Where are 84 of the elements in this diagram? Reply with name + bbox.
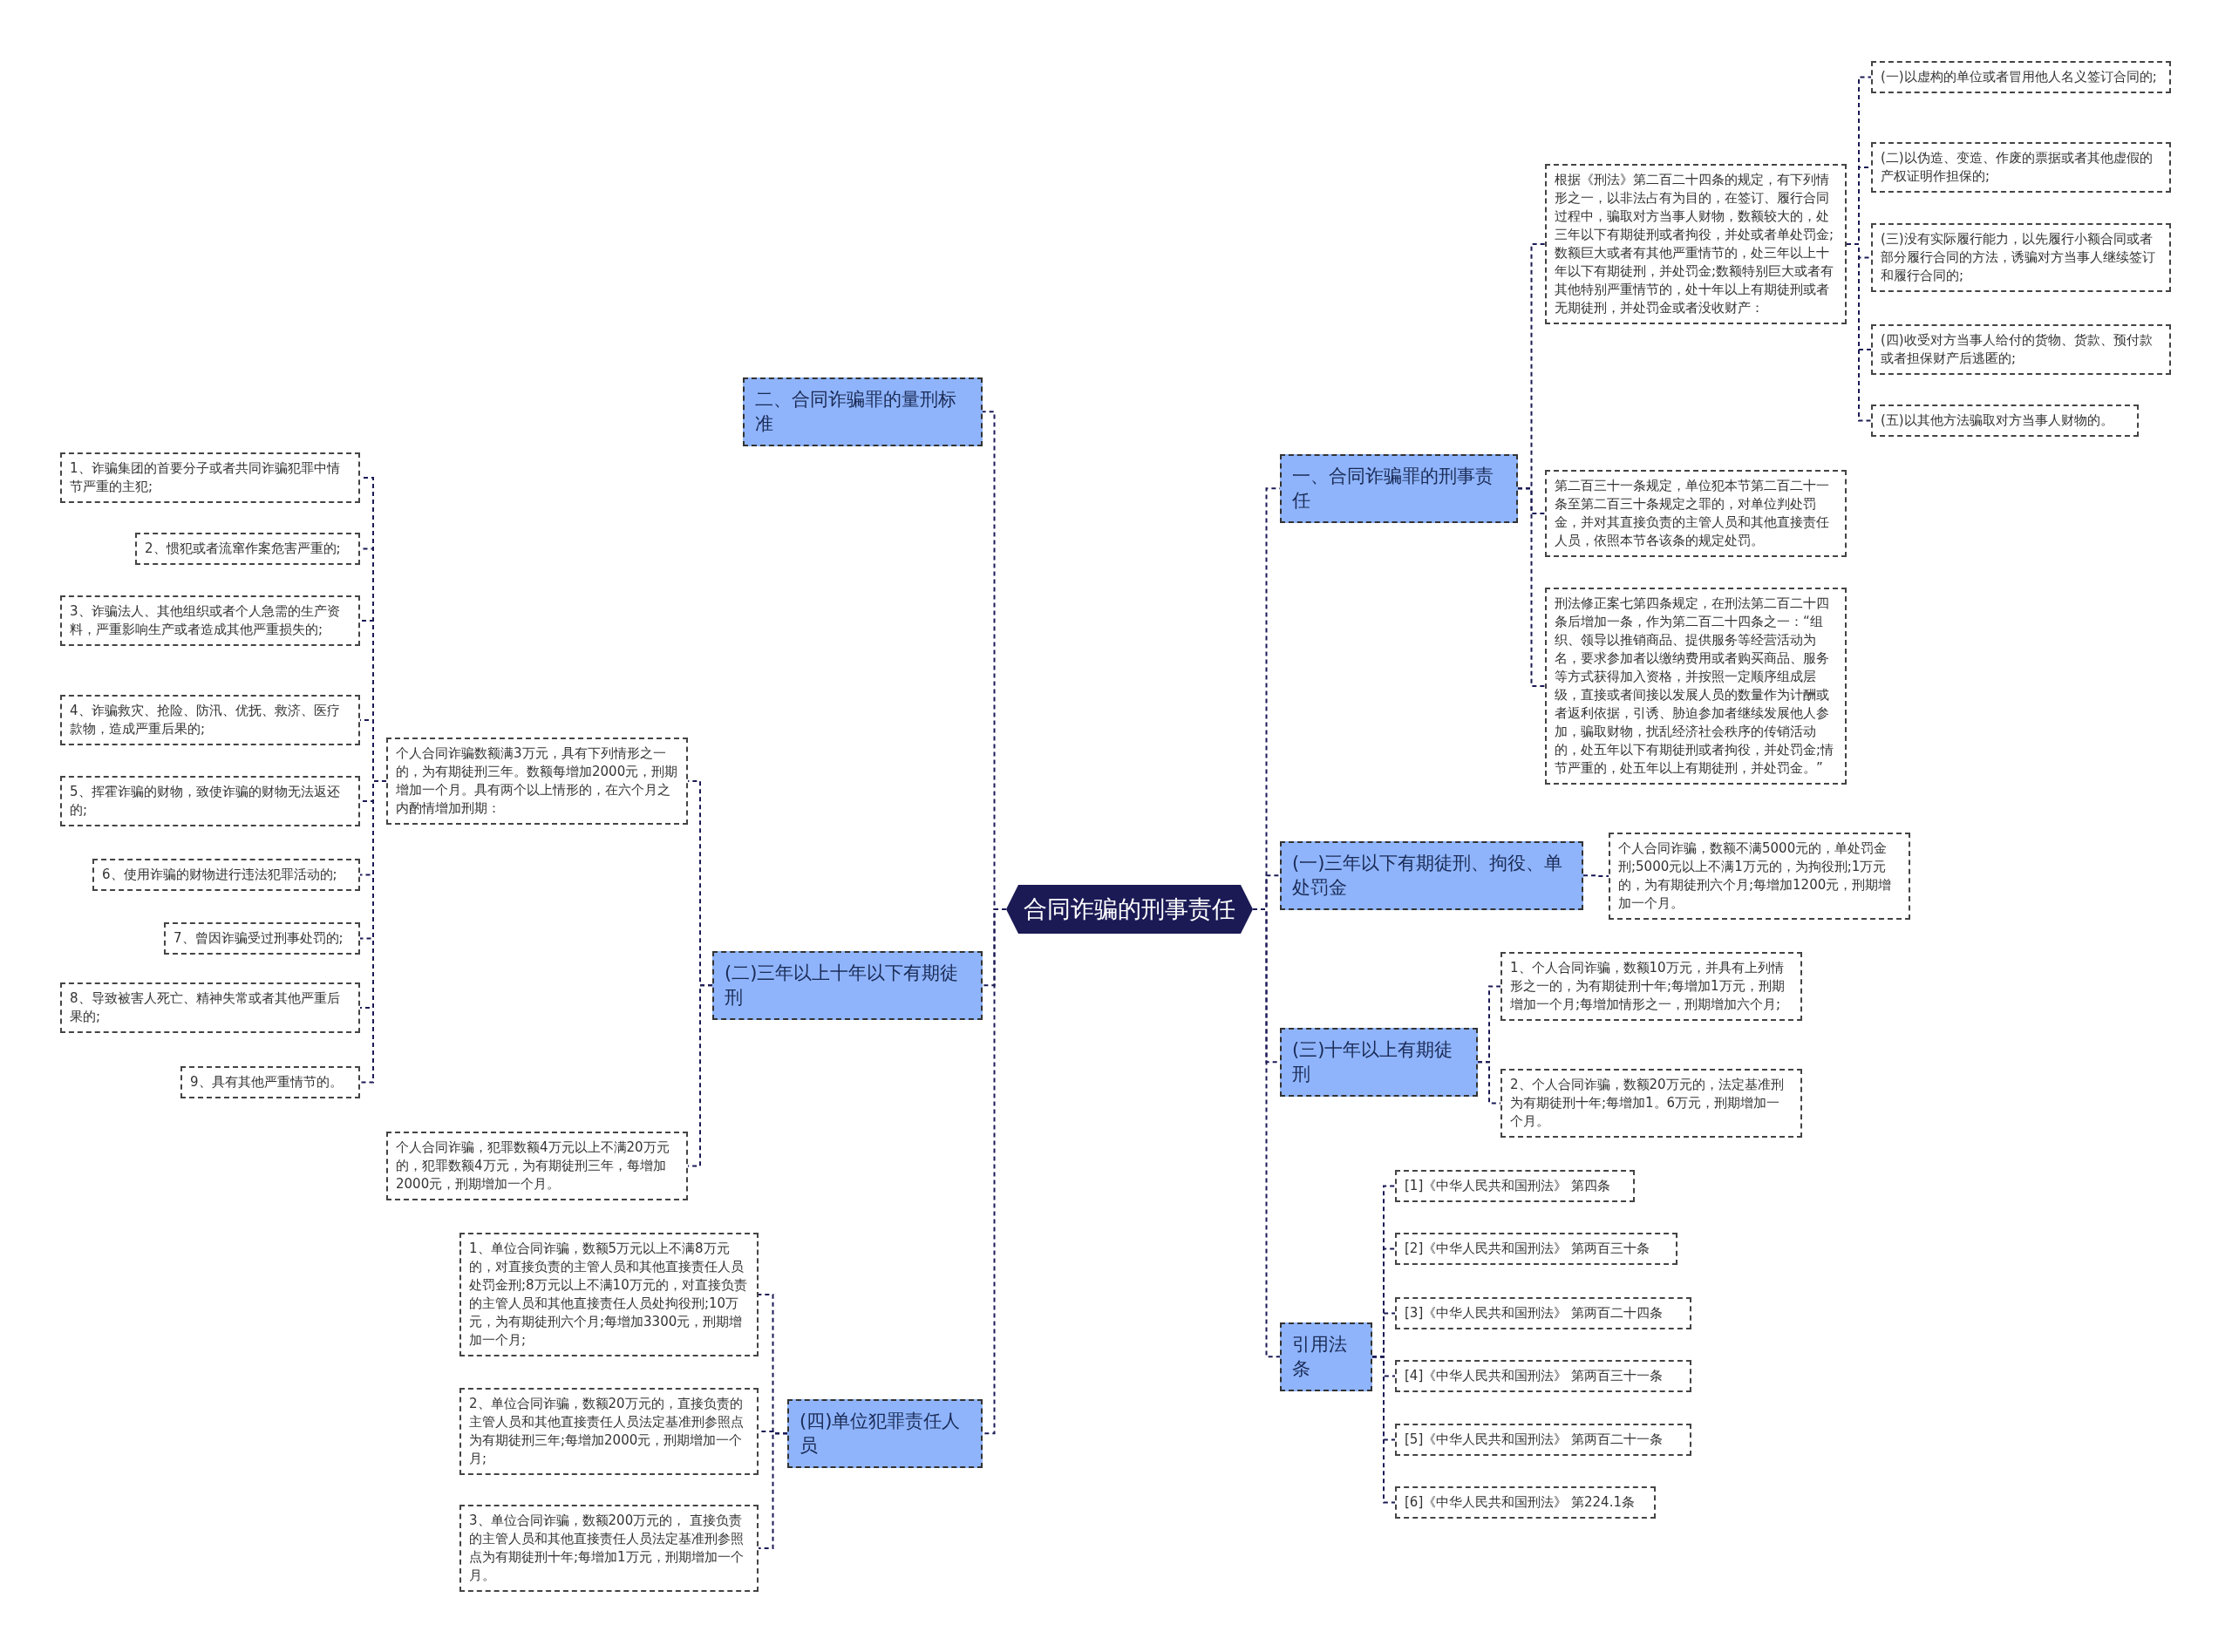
connector-line <box>359 780 387 1084</box>
note-box <box>1395 1424 1691 1456</box>
note-box <box>1395 1170 1635 1202</box>
connector-line <box>1517 487 1546 687</box>
note-box <box>60 982 360 1033</box>
note-box <box>386 1132 688 1200</box>
note-box <box>1871 324 2171 375</box>
connector-line <box>1371 1356 1396 1504</box>
central-topic-hexagon <box>1006 885 1253 934</box>
note-box <box>459 1388 759 1475</box>
central-topic-title: 合同诈骗的刑事责任 <box>1024 894 1235 924</box>
note-text: [3]《中华人民共和国刑法》 第两百二十四条 <box>1405 1304 1664 1322</box>
note-text: 2、惯犯或者流窜作案危害严重的; <box>145 540 342 558</box>
note-text: [1]《中华人民共和国刑法》 第四条 <box>1405 1177 1611 1195</box>
topic-label: (四)单位犯罪责任人员 <box>800 1410 962 1458</box>
note-box <box>1395 1486 1656 1519</box>
note-text: 刑法修正案七第四条规定，在刑法第二百二十四条后增加一条，作为第二百二十四条之一：“组织、领导以推销商品、提供服务等经营活动为名，要求参加者以缴纳费用或者购买商品、服务等方式获得加入资格，并按照一定顺序组成层级，直接或者间接以发展人员的数量作为计酬或者返利依据，引诱、胁迫参加者继续发展他人参加，骗取财物，扰乱经济社会秩序的传销活动的，处五年以下有期徒刑或者拘役，并处罚金;情节严重的，处五年以上有期徒刑，并处罚金。” <box>1555 595 1835 778</box>
topic-box <box>1280 841 1583 910</box>
note-text: 8、导致被害人死亡、精神失常或者其他严重后果的; <box>70 989 341 1026</box>
note-text: 4、诈骗救灾、抢险、防汛、优抚、救济、医疗款物，造成严重后果的; <box>70 702 341 738</box>
note-box <box>60 452 360 503</box>
note-box <box>1500 952 1802 1021</box>
note-box <box>92 859 360 891</box>
note-text: (一)以虚构的单位或者冒用他人名义签订合同的; <box>1881 68 2158 86</box>
note-box <box>1545 470 1847 557</box>
note-text: 根据《刑法》第二百二十四条的规定，有下列情形之一，以非法占有为目的，在签订、履行合同过程中，骗取对方当事人财物，数额较大的，处三年以下有期徒刑或者拘役，并处或者单处罚金;数额巨大或者有其他严重情节的，处三年以上十年以下有期徒刑，并处罚金;数额特别巨大或者有其他特别严重情节的，处十年以上有期徒刑或者无期徒刑，并处罚金或者没收财产： <box>1555 171 1835 317</box>
note-box <box>60 695 360 745</box>
note-text: 2、单位合同诈骗，数额20万元的，直接负责的主管人员和其他直接责任人员法定基准刑参照点为有期徒刑三年;每增加2000元，刑期增加一个月; <box>469 1395 745 1468</box>
note-text: [5]《中华人民共和国刑法》 第两百二十一条 <box>1405 1431 1664 1449</box>
note-text: (五)以其他方法骗取对方当事人财物的。 <box>1881 411 2114 430</box>
connector-line <box>1477 1061 1501 1105</box>
note-box <box>1871 61 2171 93</box>
topic-box <box>712 951 983 1020</box>
note-box <box>1500 1069 1802 1138</box>
topic-box <box>1280 454 1518 523</box>
note-box <box>1871 405 2139 437</box>
note-box <box>180 1066 360 1098</box>
note-text: 6、使用诈骗的财物进行违法犯罪活动的; <box>102 866 338 884</box>
topic-label: 二、合同诈骗罪的量刑标准 <box>755 388 957 437</box>
note-box <box>135 533 360 565</box>
note-box <box>1395 1360 1691 1392</box>
topic-box <box>787 1399 983 1468</box>
note-text: [4]《中华人民共和国刑法》 第两百三十一条 <box>1405 1367 1664 1385</box>
note-text: (二)以伪造、变造、作废的票据或者其他虚假的产权证明作担保的; <box>1881 149 2154 186</box>
note-text: (三)没有实际履行能力，以先履行小额合同或者部分履行合同的方法，诱骗对方当事人继续签订和履行合同的; <box>1881 230 2156 285</box>
note-box <box>60 776 360 826</box>
note-box <box>459 1505 759 1592</box>
note-box <box>164 922 360 955</box>
topic-label: 一、合同诈骗罪的刑事责任 <box>1292 465 1494 513</box>
note-text: 9、具有其他严重情节的。 <box>190 1073 344 1091</box>
note-text: 3、单位合同诈骗，数额200万元的， 直接负责的主管人员和其他直接责任人员法定基准刑参照点为有期徒刑十年;每增加1万元，刑期增加一个月。 <box>469 1512 745 1585</box>
note-box <box>1395 1233 1677 1265</box>
note-box <box>459 1233 759 1356</box>
note-text: 2、个人合同诈骗，数额20万元的，法定基准刑为有期徒刑十年;每增加1。6万元，刑期增加一个月。 <box>1510 1076 1785 1131</box>
topic-label: (一)三年以下有期徒刑、拘役、单处罚金 <box>1292 852 1564 901</box>
note-text: (四)收受对方当事人给付的货物、货款、预付款或者担保财产后逃匿的; <box>1881 331 2154 368</box>
note-text: 1、单位合同诈骗，数额5万元以上不满8万元的，对直接负责的主管人员和其他直接责任人员处罚金刑;8万元以上不满10万元的，对直接负责的主管人员和其他直接责任人员处拘役刑;10万元，为有期徒刑六个月;每增加3300元，刑期增加一个月; <box>469 1240 748 1349</box>
note-text: 1、个人合同诈骗，数额10万元，并具有上列情形之一的，为有期徒刑十年;每增加1万元，刑期增加一个月;每增加情形之一，刑期增加六个月; <box>1510 959 1786 1014</box>
note-box <box>386 738 688 825</box>
connector-line <box>1582 874 1609 877</box>
topic-label: (三)十年以上有期徒刑 <box>1292 1038 1454 1087</box>
note-text: 7、曾因诈骗受过刑事处罚的; <box>174 929 344 948</box>
note-box <box>1395 1297 1691 1329</box>
topic-box <box>1280 1028 1478 1097</box>
note-box <box>60 595 360 646</box>
note-box <box>1609 833 1910 920</box>
note-text: 5、挥霍诈骗的财物，致使诈骗的财物无法返还的; <box>70 783 341 819</box>
connector-line <box>1846 243 1872 422</box>
note-box <box>1871 142 2171 193</box>
note-text: 1、诈骗集团的首要分子或者共同诈骗犯罪中情节严重的主犯; <box>70 459 341 496</box>
topic-label: (二)三年以上十年以下有期徒刑 <box>725 962 960 1010</box>
topic-label: 引用法条 <box>1292 1333 1348 1382</box>
topic-box <box>1280 1322 1372 1391</box>
note-text: 3、诈骗法人、其他组织或者个人急需的生产资料，严重影响生产或者造成其他严重损失的; <box>70 602 341 639</box>
connector-line <box>758 1432 788 1549</box>
note-box <box>1545 164 1847 324</box>
note-text: 个人合同诈骗，犯罪数额4万元以上不满20万元的，犯罪数额4万元，为有期徒刑三年，每增加2000元，刑期增加一个月。 <box>396 1139 670 1193</box>
note-box <box>1871 223 2171 292</box>
note-text: 个人合同诈骗数额满3万元，具有下列情形之一的，为有期徒刑三年。数额每增加2000元，刑期增加一个月。具有两个以上情形的，在六个月之内酌情增加刑期： <box>396 744 678 818</box>
note-text: [6]《中华人民共和国刑法》 第224.1条 <box>1405 1493 1636 1512</box>
note-text: [2]《中华人民共和国刑法》 第两百三十条 <box>1405 1240 1650 1258</box>
note-text: 第二百三十一条规定，单位犯本节第二百二十一条至第二百三十条规定之罪的，对单位判处罚金，并对其直接负责的主管人员和其他直接责任人员，依照本节各该条的规定处罚。 <box>1555 477 1830 550</box>
note-text: 个人合同诈骗，数额不满5000元的，单处罚金刑;5000元以上不满1万元的，为拘役刑;1万元的，为有期徒刑六个月;每增加1200元，刑期增加一个月。 <box>1618 840 1893 913</box>
topic-box <box>743 377 983 446</box>
